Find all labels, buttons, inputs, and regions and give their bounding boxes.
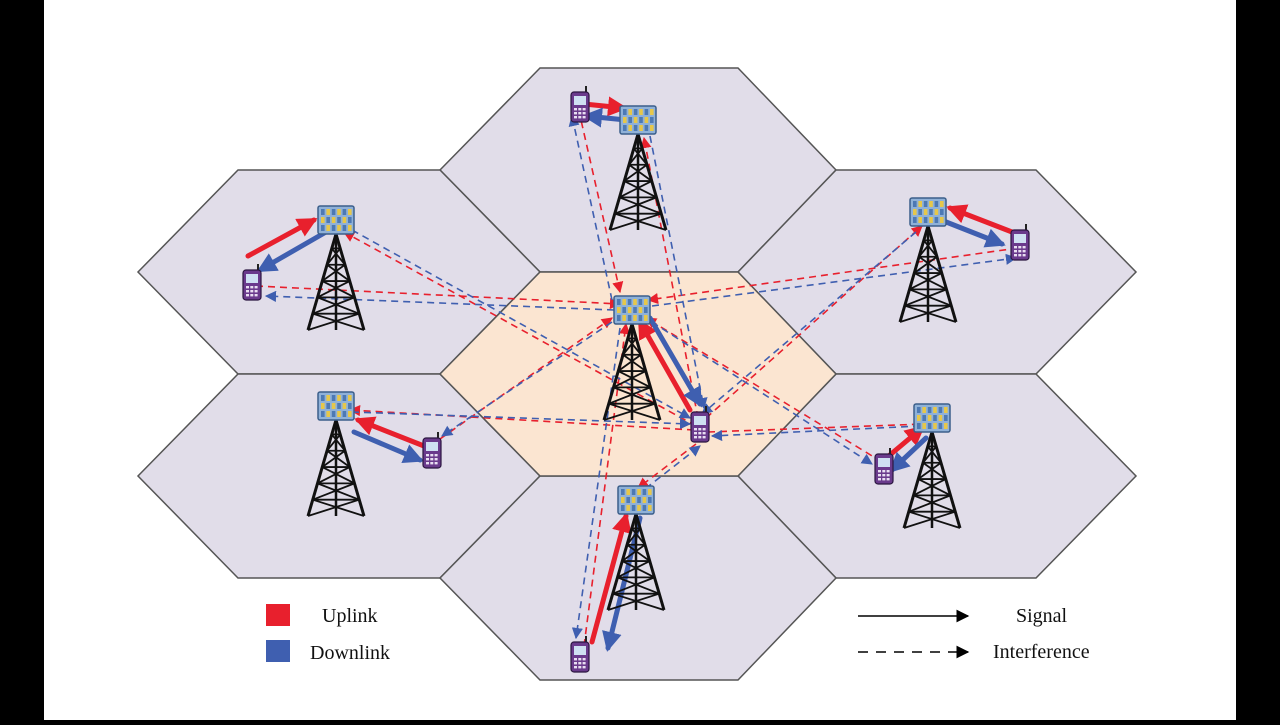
uplink-signal xyxy=(946,204,1015,235)
mobile-phone-icon xyxy=(570,636,590,673)
interference-uplink xyxy=(637,443,697,489)
uplink-signal xyxy=(589,512,632,645)
antenna-array-icon xyxy=(909,197,947,227)
base-station-top xyxy=(608,105,668,231)
signal-arrows xyxy=(245,96,1015,652)
downlink-signal xyxy=(933,215,1006,248)
base-station-upper-right xyxy=(898,197,958,323)
mobile-phone-icon xyxy=(570,86,590,123)
interference-downlink xyxy=(441,321,613,437)
mobile-phone-icon xyxy=(690,406,710,443)
interference-lines xyxy=(255,97,1019,647)
downlink-signal xyxy=(256,229,329,273)
uplink-signal xyxy=(581,96,628,117)
downlink-signal xyxy=(351,429,424,463)
antenna-array-icon xyxy=(619,105,657,135)
downlink-signal xyxy=(889,435,929,473)
antenna-array-icon xyxy=(317,205,355,235)
interference-downlink xyxy=(571,327,621,640)
interference-uplink xyxy=(348,404,695,431)
uplink-signal xyxy=(245,217,318,259)
downlink-swatch xyxy=(266,640,290,662)
base-station-lower-right xyxy=(902,403,962,529)
interference-uplink xyxy=(575,97,624,294)
uplink-signal xyxy=(637,318,693,413)
mobile-phone-icon xyxy=(874,448,894,485)
interference-downlink xyxy=(651,321,873,465)
interference-uplink xyxy=(646,247,1019,305)
uplink-signal xyxy=(354,416,427,449)
interference-downlink xyxy=(710,425,921,442)
antenna-array-icon xyxy=(317,391,355,421)
signal-label: Signal xyxy=(1016,605,1068,627)
base-station-bottom xyxy=(606,485,666,611)
interference-downlink xyxy=(651,253,1018,307)
downlink-label: Downlink xyxy=(310,642,390,664)
base-station-lower-left xyxy=(306,391,366,517)
antenna-array-icon xyxy=(617,485,655,515)
downlink-signal xyxy=(602,515,643,652)
mobile-phone-icon xyxy=(422,432,442,469)
base-station-center xyxy=(602,295,662,421)
interference-label: Interference xyxy=(993,641,1090,663)
interference-downlink xyxy=(264,290,615,311)
downlink-signal xyxy=(647,315,703,408)
legend: Uplink Downlink Signal Interference xyxy=(266,604,1090,664)
uplink-label: Uplink xyxy=(322,605,378,627)
antenna-array-icon xyxy=(613,295,651,325)
interference-downlink xyxy=(568,114,613,301)
interference-downlink xyxy=(351,411,692,430)
base-stations xyxy=(306,105,962,611)
interference-uplink xyxy=(645,317,883,463)
interference-downlink xyxy=(351,229,691,419)
base-station-upper-left xyxy=(306,205,366,331)
interference-downlink xyxy=(649,135,708,410)
interference-uplink xyxy=(343,231,697,427)
mobile-phone-icon xyxy=(242,264,262,301)
uplink-swatch xyxy=(266,604,290,626)
antenna-array-icon xyxy=(913,403,951,433)
interference-uplink xyxy=(255,285,622,310)
mobile-phone-icon xyxy=(1010,224,1030,261)
interference-downlink xyxy=(701,231,917,415)
mobile-phones xyxy=(242,86,1030,673)
